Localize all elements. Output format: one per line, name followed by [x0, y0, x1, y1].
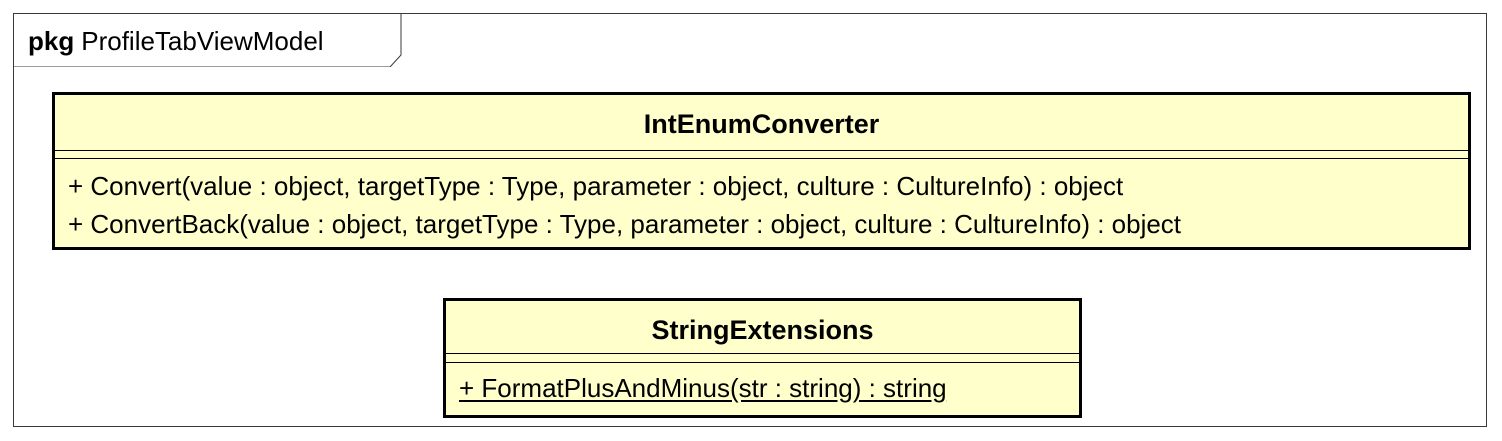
package-frame — [13, 13, 1487, 427]
attributes-compartment — [55, 151, 1468, 158]
package-keyword: pkg — [28, 26, 75, 56]
operations-separator — [55, 158, 1468, 159]
operations-compartment: + FormatPlusAndMinus(str : string) : str… — [446, 363, 1079, 407]
operation-convert: + Convert(value : object, targetType : T… — [68, 171, 1124, 201]
class-string-extensions[interactable]: StringExtensions + FormatPlusAndMinus(st… — [443, 298, 1082, 418]
package-name: ProfileTabViewModel — [81, 26, 324, 56]
class-name: StringExtensions — [651, 315, 874, 345]
attributes-compartment — [446, 354, 1079, 362]
operation-format-plus-and-minus: + FormatPlusAndMinus(str : string) : str… — [459, 373, 947, 403]
class-int-enum-converter[interactable]: IntEnumConverter + Convert(value : objec… — [52, 92, 1471, 250]
package-tab-outline — [13, 13, 402, 67]
class-name: IntEnumConverter — [643, 109, 880, 139]
attributes-separator — [55, 150, 1468, 151]
attributes-separator — [446, 353, 1079, 354]
operations-separator — [446, 362, 1079, 363]
operations-compartment: + Convert(value : object, targetType : T… — [55, 159, 1468, 243]
operation-convert-back: + ConvertBack(value : object, targetType… — [68, 209, 1182, 239]
